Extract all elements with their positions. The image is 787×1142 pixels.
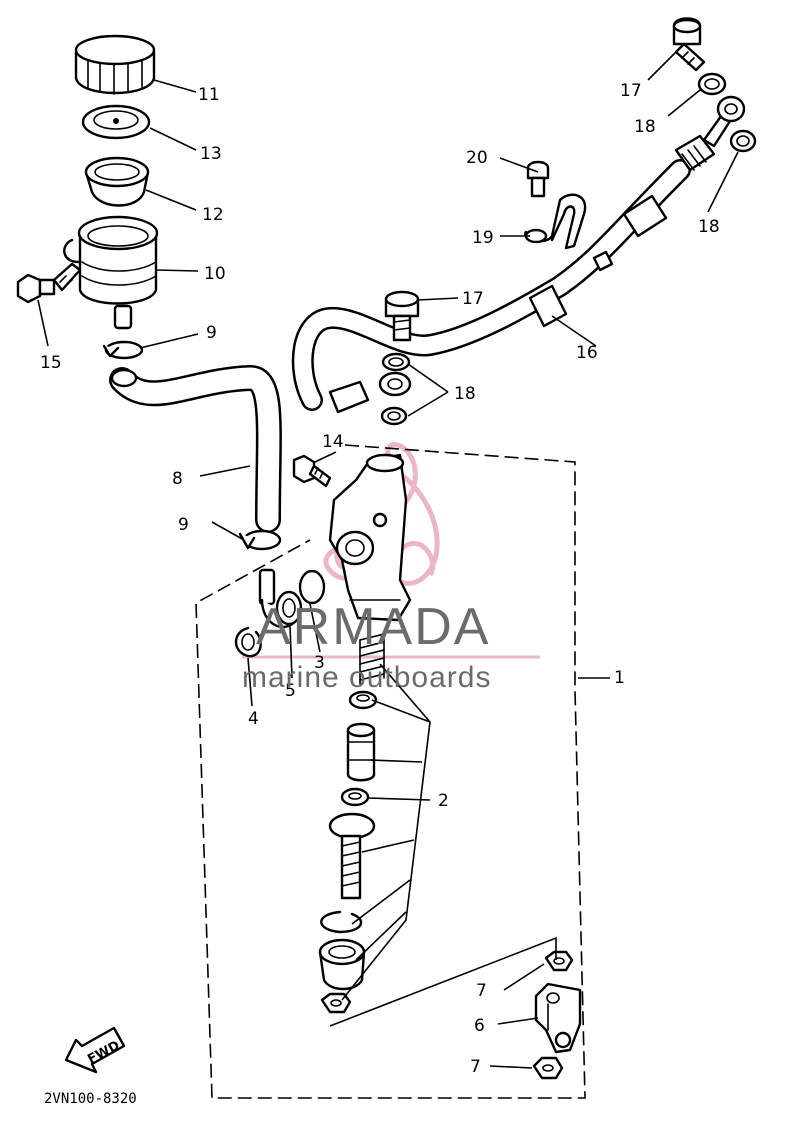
copper-washer-top-2 xyxy=(729,129,757,153)
hose-clamp-top xyxy=(102,340,144,360)
callout-16: 16 xyxy=(576,343,598,363)
hose-joint xyxy=(258,568,303,629)
callout-7-top: 7 xyxy=(476,981,487,1001)
spring xyxy=(359,633,385,685)
copper-washer-lower-1 xyxy=(381,352,411,372)
washer xyxy=(340,787,370,807)
banjo-bolt-lower xyxy=(384,290,420,342)
callout-18-right: 18 xyxy=(698,217,720,237)
fwd-arrow-icon: FWD xyxy=(64,1026,126,1074)
callout-2: 2 xyxy=(438,791,449,811)
copper-washer-lower-2 xyxy=(380,406,408,426)
cup-seal xyxy=(348,690,378,710)
callout-1: 1 xyxy=(614,668,625,688)
callout-4: 4 xyxy=(248,709,259,729)
clevis-nut-bottom xyxy=(532,1056,564,1080)
push-rod xyxy=(328,812,376,900)
callout-13: 13 xyxy=(200,144,222,164)
o-ring xyxy=(298,569,326,605)
callout-15: 15 xyxy=(40,353,62,373)
callout-5: 5 xyxy=(285,681,296,701)
banjo-fitting-lower xyxy=(378,371,412,397)
circlip xyxy=(234,626,262,658)
reservoir-tank xyxy=(63,215,159,330)
body-bolt xyxy=(292,454,332,488)
hose-guide xyxy=(523,193,587,250)
callout-14: 14 xyxy=(322,432,344,452)
clevis xyxy=(534,982,582,1054)
callout-7-bottom: 7 xyxy=(470,1057,481,1077)
callout-19: 19 xyxy=(472,228,494,248)
callout-12: 12 xyxy=(202,205,224,225)
hose-guide-bolt xyxy=(526,160,550,198)
brake-hose xyxy=(291,110,734,414)
watermark-title: ARMADA xyxy=(256,598,490,656)
snap-ring xyxy=(320,910,363,934)
dust-boot xyxy=(318,938,366,991)
diaphragm-plate xyxy=(81,104,151,140)
callout-9-top: 9 xyxy=(206,323,217,343)
callout-6: 6 xyxy=(474,1016,485,1036)
master-cylinder-body xyxy=(328,453,412,622)
leader-lines xyxy=(37,51,739,1069)
callout-18-lower: 18 xyxy=(454,384,476,404)
callout-10: 10 xyxy=(204,264,226,284)
callout-20: 20 xyxy=(466,148,488,168)
callout-11: 11 xyxy=(198,85,220,105)
lock-nut xyxy=(320,992,352,1014)
diagram-code: 2VN100-8320 xyxy=(44,1091,137,1107)
callout-17-top: 17 xyxy=(620,81,642,101)
callout-3: 3 xyxy=(314,653,325,673)
reservoir-hose xyxy=(109,364,282,533)
callout-17-lower: 17 xyxy=(462,289,484,309)
banjo-bolt-top xyxy=(672,17,706,72)
clevis-nut-top xyxy=(544,950,574,972)
assembly-boundary xyxy=(195,444,586,1099)
banjo-fitting-top xyxy=(716,95,746,123)
reservoir-bolt xyxy=(16,262,82,304)
callout-8: 8 xyxy=(172,469,183,489)
watermark-subtitle: marine outboards xyxy=(242,661,491,694)
diaphragm xyxy=(84,156,150,207)
callout-18-top: 18 xyxy=(634,117,656,137)
piston xyxy=(346,722,376,782)
copper-washer-top-1 xyxy=(697,72,727,96)
reservoir-cap xyxy=(74,34,156,95)
callout-9-bottom: 9 xyxy=(178,515,189,535)
hose-clamp-bottom xyxy=(238,529,282,551)
